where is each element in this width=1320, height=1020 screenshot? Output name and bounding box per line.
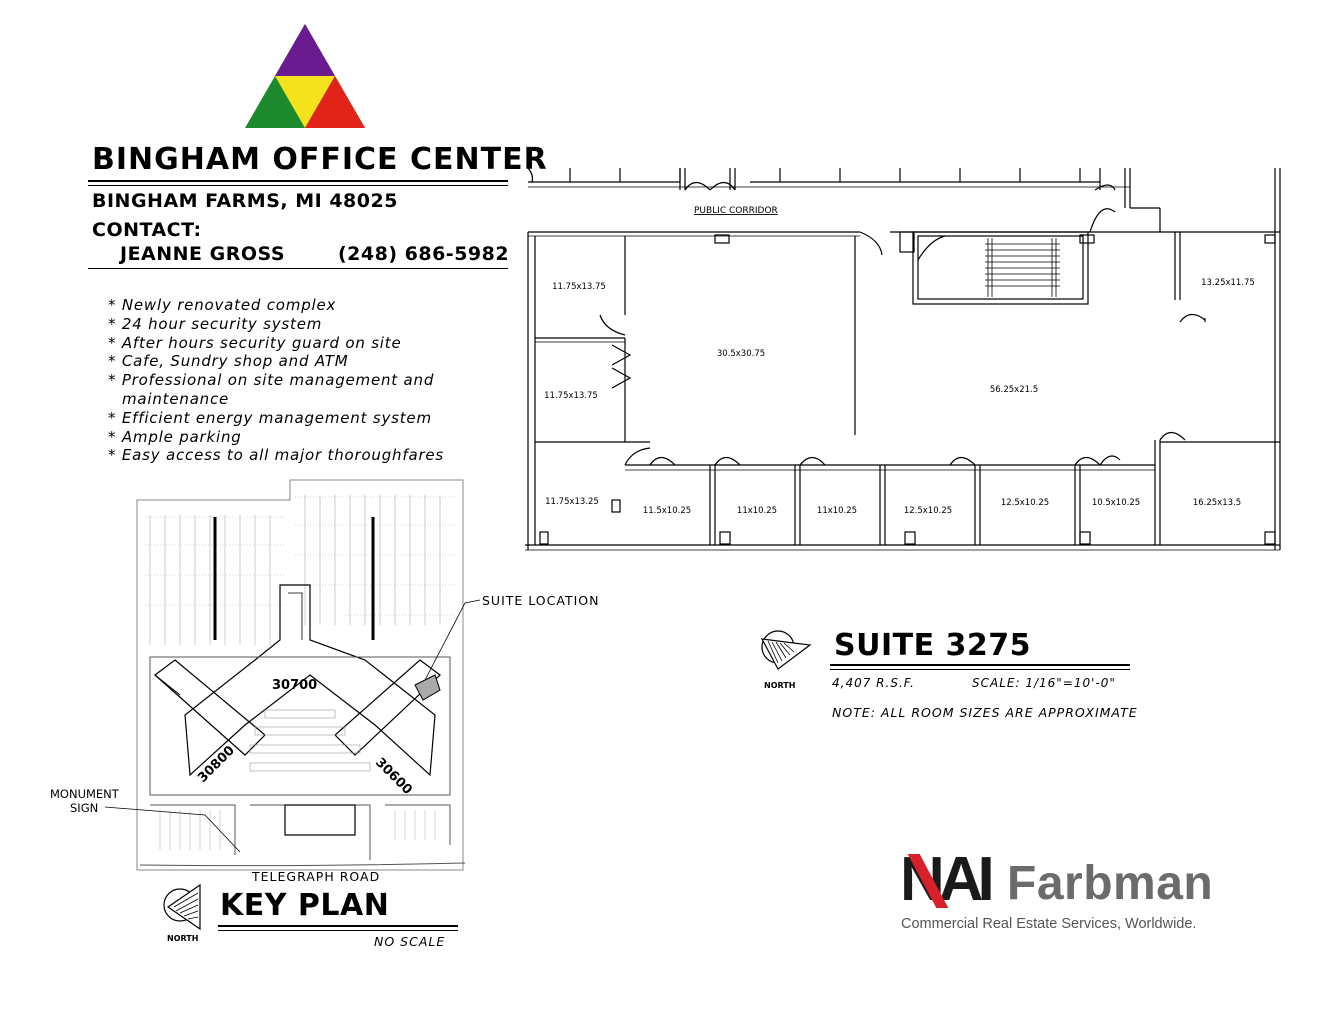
room-label: 56.25x21.5	[990, 385, 1038, 395]
room-label: 16.25x13.5	[1193, 498, 1241, 508]
contact-rule	[88, 268, 508, 269]
feature-item: Efficient energy management system	[108, 409, 488, 428]
header-rule-1	[88, 180, 508, 182]
room-label: 11.5x10.25	[643, 506, 691, 516]
north-arrow-icon	[760, 630, 812, 670]
corridor-label: PUBLIC CORRIDOR	[694, 206, 778, 216]
contact-name: JEANNE GROSS	[120, 243, 286, 265]
contact-label: CONTACT:	[92, 219, 202, 241]
suite-rule-1	[830, 664, 1130, 666]
room-label: 10.5x10.25	[1092, 498, 1140, 508]
contact-phone: (248) 686-5982	[338, 243, 510, 265]
key-plan-rule-2	[218, 930, 458, 931]
key-plan-map: SUITE LOCATION MONUMENT SIGN 30700 30800…	[50, 479, 599, 884]
room-label: 11.75x13.75	[552, 282, 606, 292]
room-label: 12.5x10.25	[904, 506, 952, 516]
suite-note: NOTE: ALL ROOM SIZES ARE APPROXIMATE	[832, 705, 1138, 720]
key-plan-north-label: NORTH	[167, 934, 199, 943]
floor-plan: PUBLIC CORRIDOR 11.75x13.75 11.75x13.75 …	[525, 167, 1281, 551]
feature-item: 24 hour security system	[108, 315, 488, 334]
feature-item: Easy access to all major thoroughfares	[108, 446, 488, 465]
room-label: 13.25x11.75	[1201, 278, 1255, 288]
nai-farbman-logo: NAI Farbman Commercial Real Estate Servi…	[900, 849, 1230, 937]
feature-item: Professional on site management and main…	[108, 371, 488, 409]
key-plan-north-arrow-icon	[163, 883, 201, 931]
suite-location-label: SUITE LOCATION	[482, 593, 599, 608]
key-plan-scale-note: NO SCALE	[374, 934, 446, 949]
road-label: TELEGRAPH ROAD	[251, 869, 380, 884]
key-plan-title: KEY PLAN	[220, 888, 390, 923]
building-30700-label: 30700	[272, 678, 317, 693]
feature-list: Newly renovated complex 24 hour security…	[108, 296, 488, 465]
suite-title: SUITE 3275	[834, 628, 1032, 663]
feature-item: Cafe, Sundry shop and ATM	[108, 352, 488, 371]
monument-label-1: MONUMENT	[50, 787, 120, 801]
suite-rule-2	[830, 669, 1130, 670]
building-address: BINGHAM FARMS, MI 48025	[92, 190, 398, 212]
suite-north-label: NORTH	[764, 681, 796, 690]
suite-scale: SCALE: 1/16"=10'-0"	[972, 676, 1116, 690]
farbman-tagline: Commercial Real Estate Services, Worldwi…	[901, 916, 1197, 932]
building-name: BINGHAM OFFICE CENTER	[92, 142, 548, 177]
room-label: 11x10.25	[817, 506, 857, 516]
key-plan-rule-1	[218, 925, 458, 927]
building-30600-label: 30600	[372, 755, 415, 798]
room-label: 11.75x13.25	[545, 497, 599, 507]
feature-item: Newly renovated complex	[108, 296, 488, 315]
monument-label-2: SIGN	[70, 801, 98, 815]
room-label: 11.75x13.75	[544, 391, 598, 401]
header-rule-2	[88, 185, 508, 186]
farbman-brand: Farbman	[1007, 857, 1214, 910]
feature-item: After hours security guard on site	[108, 334, 488, 353]
room-label: 11x10.25	[737, 506, 777, 516]
suite-area: 4,407 R.S.F.	[832, 676, 915, 690]
feature-item: Ample parking	[108, 428, 488, 447]
room-label: 30.5x30.75	[717, 349, 765, 359]
room-label: 12.5x10.25	[1001, 498, 1049, 508]
triangle-logo	[245, 24, 365, 128]
